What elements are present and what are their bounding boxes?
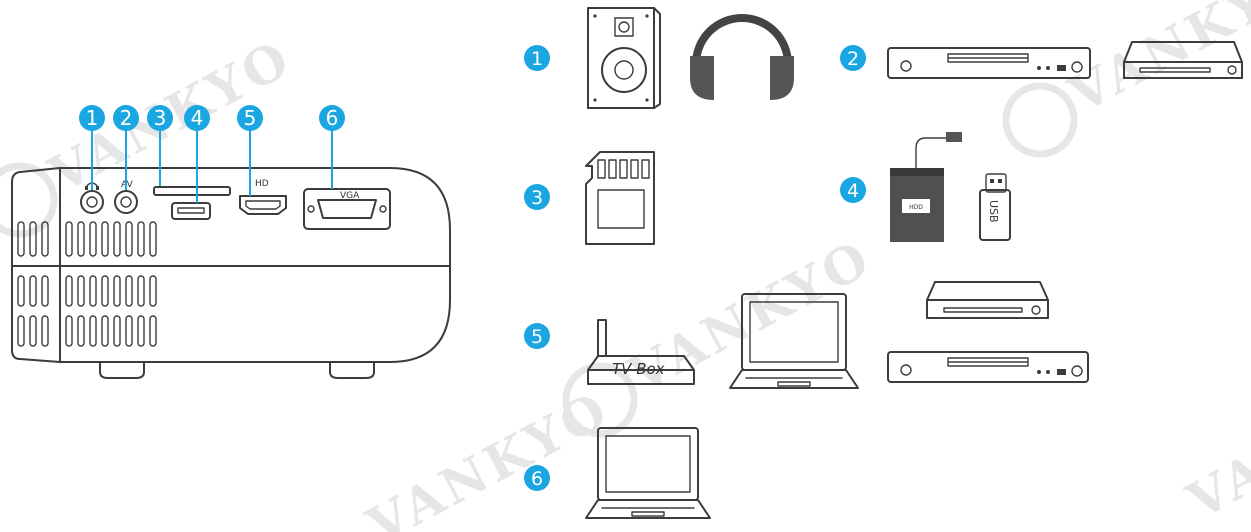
port-vga: VGA	[303, 188, 391, 230]
svg-text:2: 2	[120, 106, 133, 130]
callout-lines	[91, 130, 333, 203]
tv-box-label: TV Box	[612, 360, 665, 378]
vent-slots-middle	[17, 275, 157, 307]
projector-rear-view: AV HD VGA	[11, 105, 451, 379]
watermark-2: VANKYO	[1002, 0, 1251, 158]
badge-connection-4: 4	[840, 177, 866, 203]
badge-port-4: 4	[184, 105, 210, 131]
hdd-label: HDD	[909, 204, 923, 211]
badge-port-1: 1	[79, 105, 105, 131]
port-headphone	[80, 182, 104, 214]
badge-connection-2: 2	[840, 45, 866, 71]
badge-connection-3: 3	[524, 184, 550, 210]
watermark-4: VANKYO	[1177, 354, 1251, 531]
badge-port-2: 2	[113, 105, 139, 131]
usb-label: USB	[987, 200, 1000, 223]
svg-text:6: 6	[531, 468, 543, 490]
projector-badges: 1 2 3 4 5 6	[79, 105, 345, 131]
port-av: AV	[114, 180, 138, 214]
badge-connection-1: 1	[524, 45, 550, 71]
svg-text:5: 5	[244, 106, 257, 130]
speaker-icon	[587, 7, 661, 109]
badge-connection-6: 6	[524, 465, 550, 491]
svg-text:1: 1	[531, 48, 543, 70]
svg-text:3: 3	[531, 187, 543, 209]
port-av-label: AV	[121, 180, 134, 190]
badge-port-3: 3	[147, 105, 173, 131]
headphones-icon	[690, 14, 794, 100]
watermark-5: VANKYO	[357, 379, 619, 532]
svg-text:3: 3	[154, 106, 167, 130]
port-hdmi: HD	[239, 179, 287, 215]
badge-port-5: 5	[237, 105, 263, 131]
media-player-icon	[1123, 41, 1243, 79]
tv-box-icon: TV Box	[587, 319, 695, 385]
usb-drive-icon: USB	[979, 173, 1011, 241]
media-player-icon	[926, 281, 1049, 319]
svg-text:2: 2	[847, 48, 859, 70]
svg-text:4: 4	[191, 106, 204, 130]
port-vga-label: VGA	[340, 191, 360, 201]
port-hd-label: HD	[255, 179, 269, 189]
dvd-player-icon	[887, 351, 1089, 383]
badge-port-6: 6	[319, 105, 345, 131]
svg-text:1: 1	[86, 106, 99, 130]
laptop-icon	[585, 427, 711, 519]
port-usb	[171, 202, 211, 220]
svg-text:VANKYO: VANKYO	[1177, 354, 1251, 531]
vent-slots-bottom	[17, 315, 157, 347]
svg-text:6: 6	[326, 106, 339, 130]
dvd-player-icon	[887, 47, 1091, 79]
svg-text:VANKYO: VANKYO	[357, 379, 619, 532]
connection-badges: 1 2 3 4 5 6	[524, 45, 866, 491]
vent-slots-top	[17, 221, 157, 257]
sd-card-icon	[585, 151, 655, 245]
badge-connection-5: 5	[524, 323, 550, 349]
svg-text:5: 5	[531, 326, 543, 348]
laptop-icon	[729, 293, 859, 389]
hdd-icon: HDD	[890, 132, 962, 242]
port-sd-slot	[153, 186, 231, 196]
svg-text:4: 4	[847, 180, 859, 202]
